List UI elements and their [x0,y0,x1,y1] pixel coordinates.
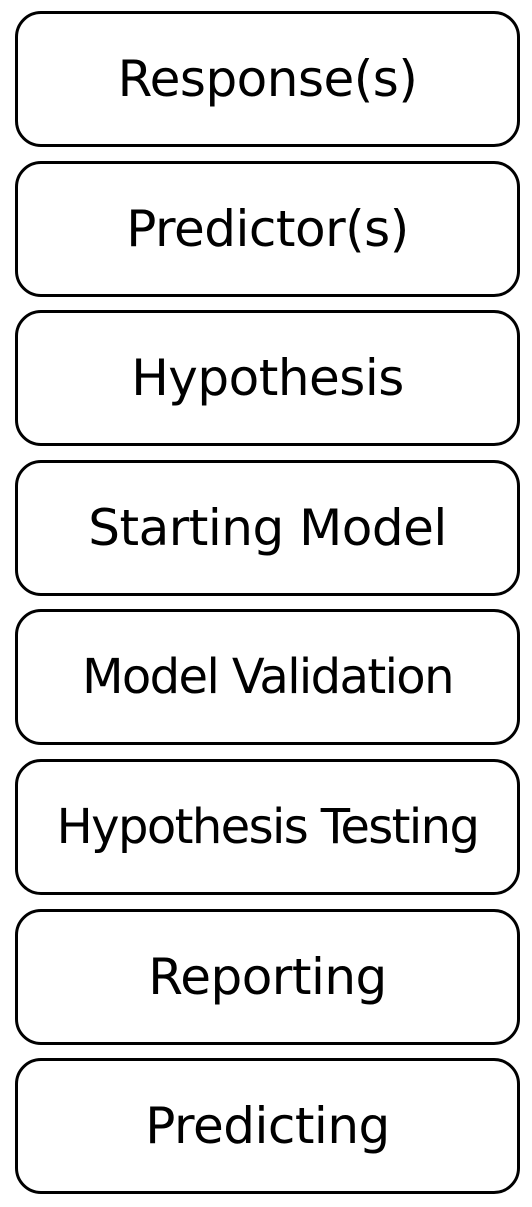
step-predictors: Predictor(s) [15,160,520,297]
step-label: Starting Model [88,498,447,557]
step-label: Reporting [148,947,387,1006]
step-model-validation: Model Validation [15,609,520,746]
step-predicting: Predicting [15,1058,520,1195]
step-label: Predictor(s) [126,199,409,258]
step-hypothesis: Hypothesis [15,310,520,447]
step-label: Response(s) [117,50,418,108]
workflow-steps: Response(s) Predictor(s) Hypothesis Star… [15,11,520,1195]
step-responses: Response(s) [15,11,520,147]
step-starting-model: Starting Model [15,459,520,596]
step-label: Hypothesis [131,349,404,408]
step-label: Model Validation [82,649,454,706]
step-label: Hypothesis Testing [56,798,480,855]
step-reporting: Reporting [15,908,520,1045]
step-label: Predicting [145,1097,390,1156]
step-hypothesis-testing: Hypothesis Testing [15,758,520,895]
